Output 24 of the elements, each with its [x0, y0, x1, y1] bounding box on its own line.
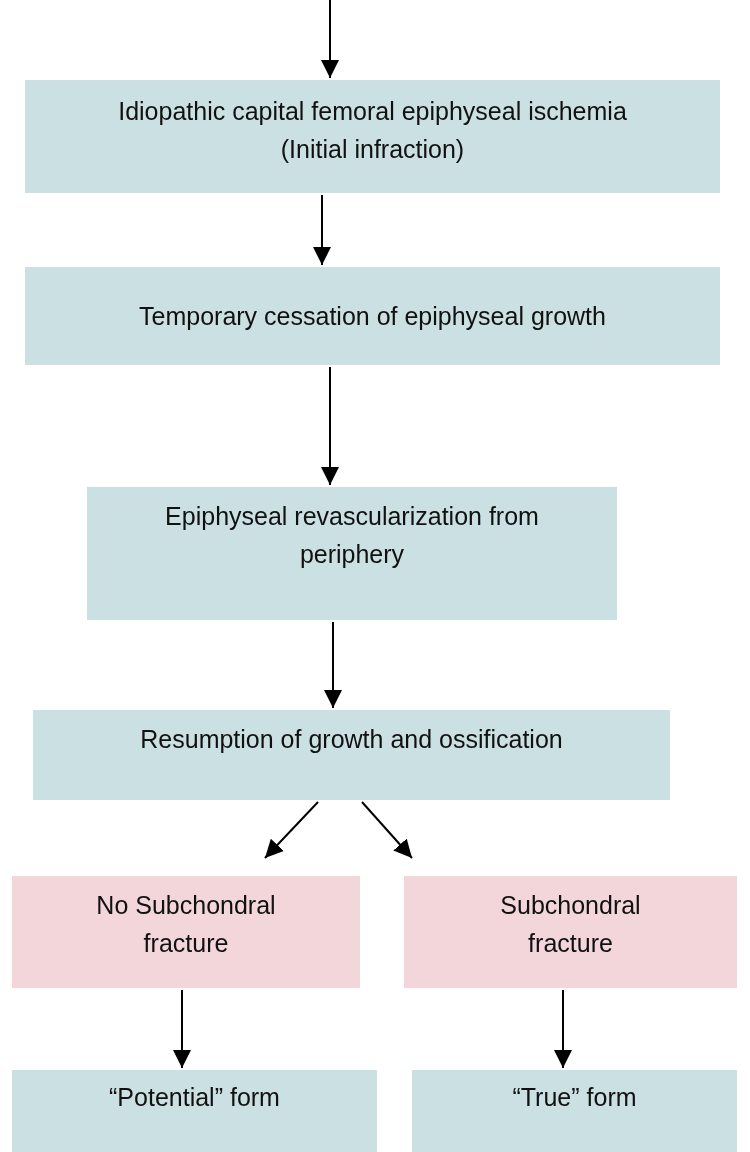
arrow — [554, 989, 572, 1069]
box-text: Idiopathic capital femoral epiphyseal ischemia (Initial infraction) — [117, 96, 628, 165]
box-text: “True” form — [512, 1082, 637, 1113]
process-box — [25, 267, 720, 365]
outcome-box — [404, 876, 737, 988]
box-text: Temporary cessation of epiphyseal growth — [139, 301, 606, 332]
box-text: Resumption of growth and ossification — [140, 724, 563, 755]
process-box — [87, 487, 617, 620]
arrow — [313, 194, 331, 266]
box-text: Subchondral fracture — [499, 890, 642, 959]
box-text: No Subchondral fracture — [95, 890, 277, 959]
box-text: “Potential” form — [109, 1082, 280, 1113]
arrow — [324, 621, 342, 709]
outcome-box — [12, 876, 360, 988]
process-box — [412, 1070, 737, 1152]
arrow — [361, 801, 413, 859]
arrow — [264, 801, 319, 859]
process-box — [33, 710, 670, 800]
process-box — [25, 80, 720, 193]
process-box — [12, 1070, 377, 1152]
arrow — [321, 366, 339, 486]
box-text: Epiphyseal revascularization from periphery — [164, 501, 540, 570]
arrow — [321, 0, 339, 79]
arrow — [173, 989, 191, 1069]
